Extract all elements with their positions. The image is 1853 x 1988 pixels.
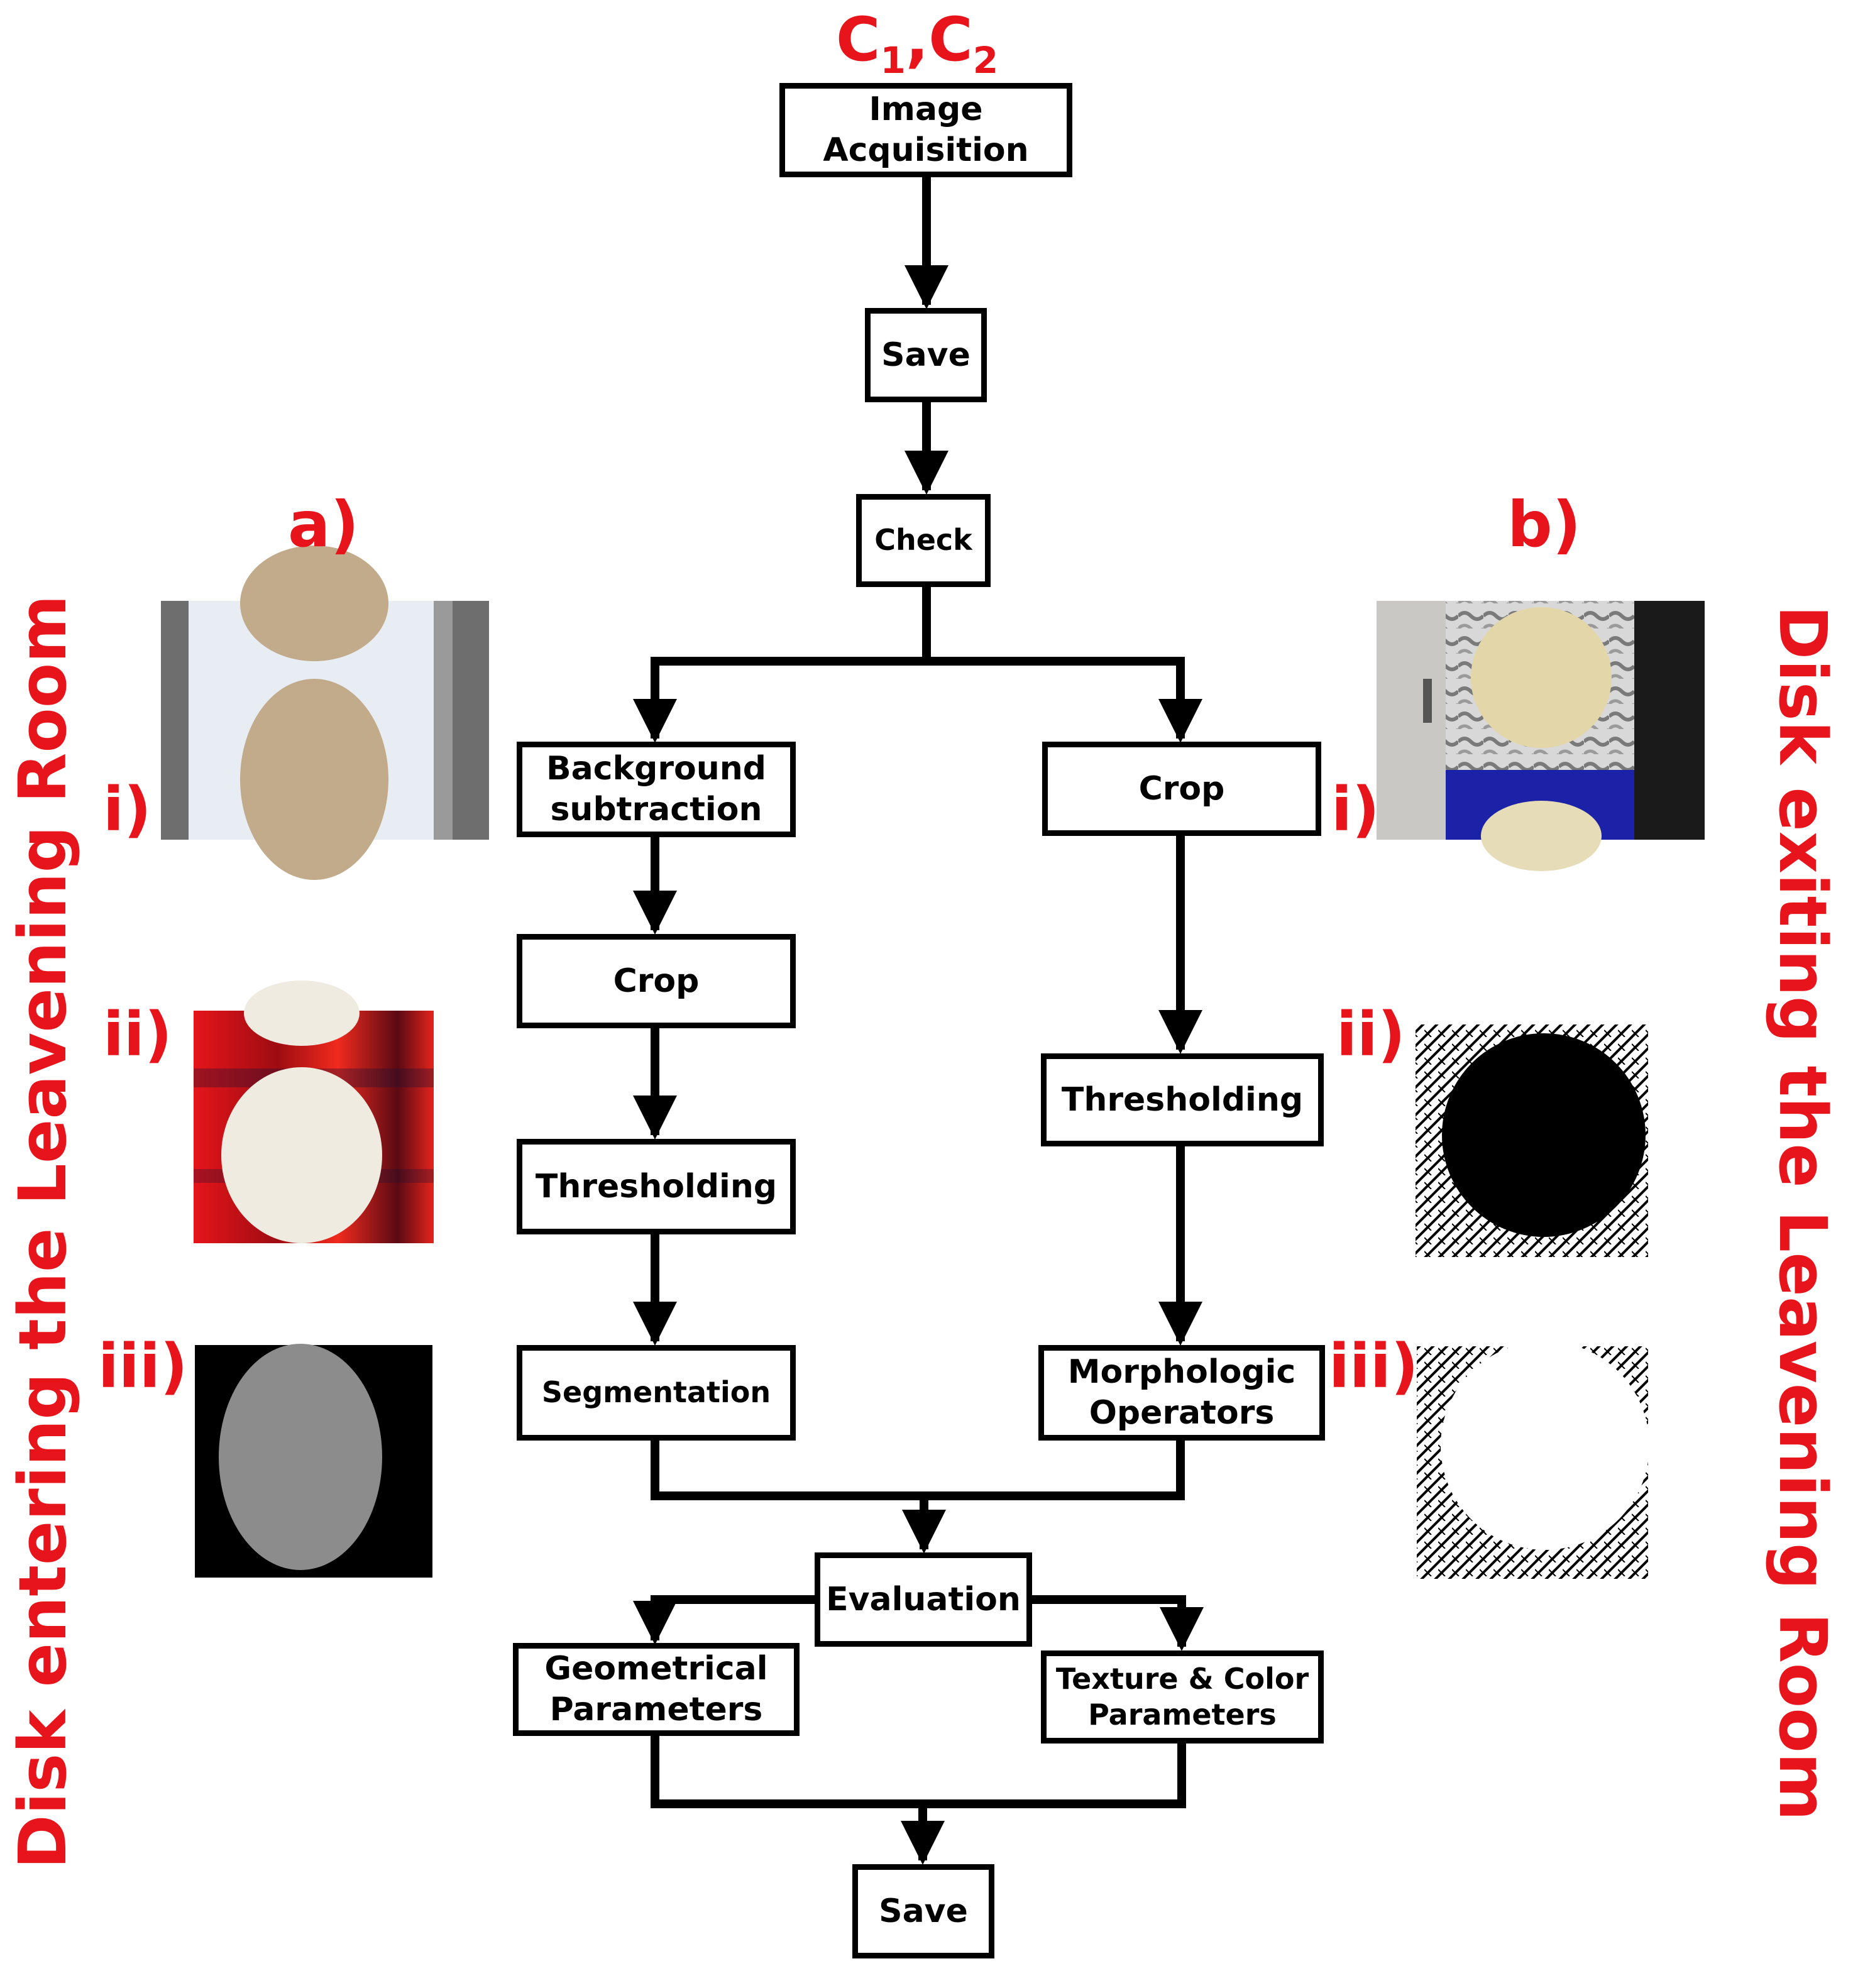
photo-b-iii-morphologic-operators xyxy=(1417,1341,1649,1579)
camera-prefix: C xyxy=(836,4,881,75)
panel-b-step-ii: ii) xyxy=(1336,999,1405,1070)
panel-b-step-iii: iii) xyxy=(1329,1331,1419,1402)
connector-check-split xyxy=(633,586,1202,743)
connector-merge-to-evaluation xyxy=(651,1439,1185,1554)
photo-a-ii-background-subtraction xyxy=(194,980,434,1243)
camera-separator: , xyxy=(905,4,929,75)
side-title-entering: Disk entering the Leavening Room xyxy=(4,595,81,1869)
panel-a-step-ii: ii) xyxy=(103,999,172,1070)
right-thresholding-box: Thresholding xyxy=(1041,1053,1324,1146)
side-title-exiting: Disk exiting the Leavening Room xyxy=(1764,605,1841,1821)
camera-label: C1,C2 xyxy=(836,5,998,95)
photo-a-i-entering-disk xyxy=(161,546,489,880)
photo-b-ii-thresholding xyxy=(1416,1024,1648,1257)
photo-a-iii-segmentation xyxy=(195,1344,432,1578)
panel-a-label: a) xyxy=(288,488,360,561)
camera-sub-2: 2 xyxy=(972,39,999,82)
geometrical-parameters-box: Geometrical Parameters xyxy=(513,1643,800,1736)
left-crop-box: Crop xyxy=(517,934,796,1028)
camera-prefix-2: C xyxy=(928,4,973,75)
evaluation-box: Evaluation xyxy=(815,1552,1032,1647)
save-top-box: Save xyxy=(865,308,987,402)
image-acquisition-box: Image Acquisition xyxy=(779,83,1072,177)
background-subtraction-box: Background subtraction xyxy=(517,742,796,837)
connector-evaluation-split xyxy=(633,1595,1204,1651)
texture-color-parameters-box: Texture & Color Parameters xyxy=(1041,1650,1324,1744)
panel-a-step-iii: iii) xyxy=(98,1331,188,1402)
left-thresholding-box: Thresholding xyxy=(517,1139,796,1234)
right-crop-box: Crop xyxy=(1042,742,1321,836)
photo-b-i-exiting-disk xyxy=(1377,601,1705,871)
check-box: Check xyxy=(856,494,991,587)
connector-parameters-to-save xyxy=(651,1734,1186,1865)
camera-sub-1: 1 xyxy=(880,39,906,82)
segmentation-box: Segmentation xyxy=(517,1345,796,1441)
panel-a-step-i: i) xyxy=(103,774,151,845)
panel-b-step-i: i) xyxy=(1331,774,1380,845)
save-bottom-box: Save xyxy=(852,1864,994,1958)
morphologic-operators-box: Morphologic Operators xyxy=(1038,1345,1325,1441)
panel-b-label: b) xyxy=(1507,488,1581,561)
